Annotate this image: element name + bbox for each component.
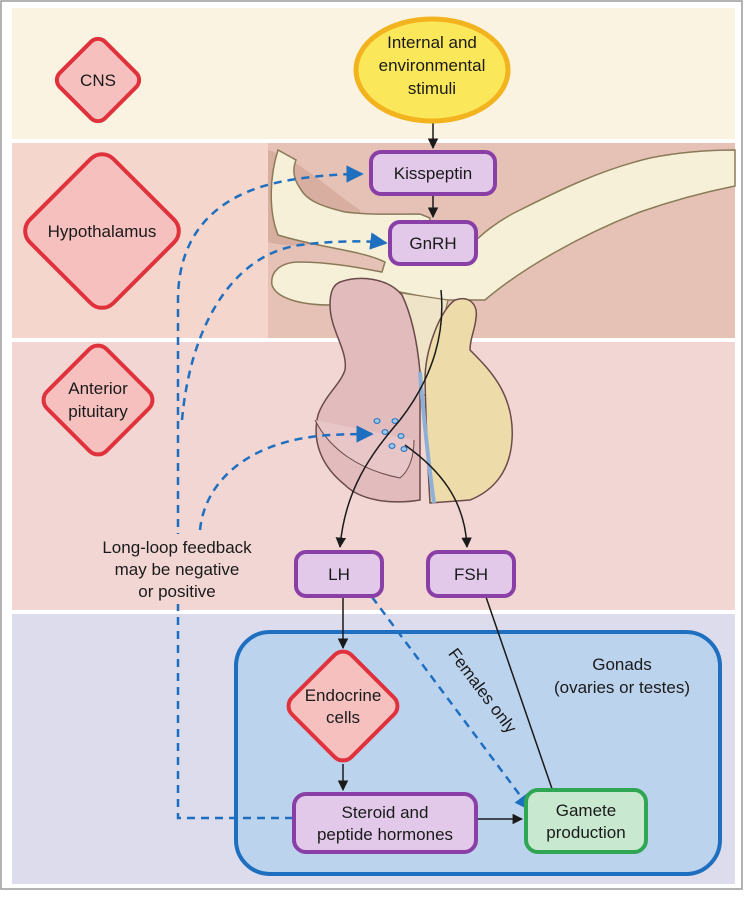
fsh-label: FSH [454,565,488,584]
node-hormones: Steroid and peptide hormones [292,792,478,854]
stimuli-line3: stimuli [408,79,456,98]
feedback-line3: or positive [138,582,215,601]
feedback-to-gnrh [180,232,388,421]
arrow-fsh-to-gamete [485,596,562,813]
lh-label: LH [328,565,350,584]
zone-cns: CNS [54,36,142,124]
feedback-lh-to-gamete-females [370,596,533,812]
feedback-to-pituitary [198,425,374,531]
gamete-line2: production [546,823,625,842]
stimuli-line1: Internal and [387,33,477,52]
gonads-label-line1: Gonads [592,655,652,674]
node-fsh: FSH [426,550,516,598]
feedback-line2: may be negative [115,560,240,579]
node-gnrh: GnRH [388,220,478,266]
zone-anterior-pituitary-label-line1: Anterior [68,379,128,398]
endocrine-line1: Endocrine [305,686,382,705]
node-stimuli: Internal and environmental stimuli [353,16,511,124]
feedback-label: Long-loop feedback may be negative or po… [84,534,268,604]
hormones-line1: Steroid and [342,803,429,822]
kisspeptin-label: Kisspeptin [394,164,472,183]
hormones-line2: peptide hormones [317,825,453,844]
node-endocrine-cells: Endocrine cells [286,649,400,763]
node-gamete-production: Gamete production [524,788,648,854]
zone-cns-label: CNS [80,71,116,90]
node-lh: LH [294,550,384,598]
arrow-gnrh-to-lh [335,289,443,549]
pathway-arrows [335,120,562,825]
zone-anterior-pituitary-label-line2: pituitary [68,402,128,421]
gonads-label-line2: (ovaries or testes) [554,678,690,697]
zone-anterior-pituitary: Anterior pituitary [41,343,155,457]
feedback-to-kisspeptin [176,165,364,820]
stimuli-line2: environmental [379,56,486,75]
gnrh-label: GnRH [409,234,456,253]
zone-hypothalamus: Hypothalamus [23,152,181,310]
arrow-pituitary-to-fsh [404,444,472,549]
zone-hypothalamus-label: Hypothalamus [48,222,157,241]
node-kisspeptin: Kisspeptin [369,150,497,196]
feedback-line1: Long-loop feedback [102,538,252,557]
endocrine-line2: cells [326,708,360,727]
gamete-line1: Gamete [556,801,616,820]
feedback-arrows [176,165,533,820]
